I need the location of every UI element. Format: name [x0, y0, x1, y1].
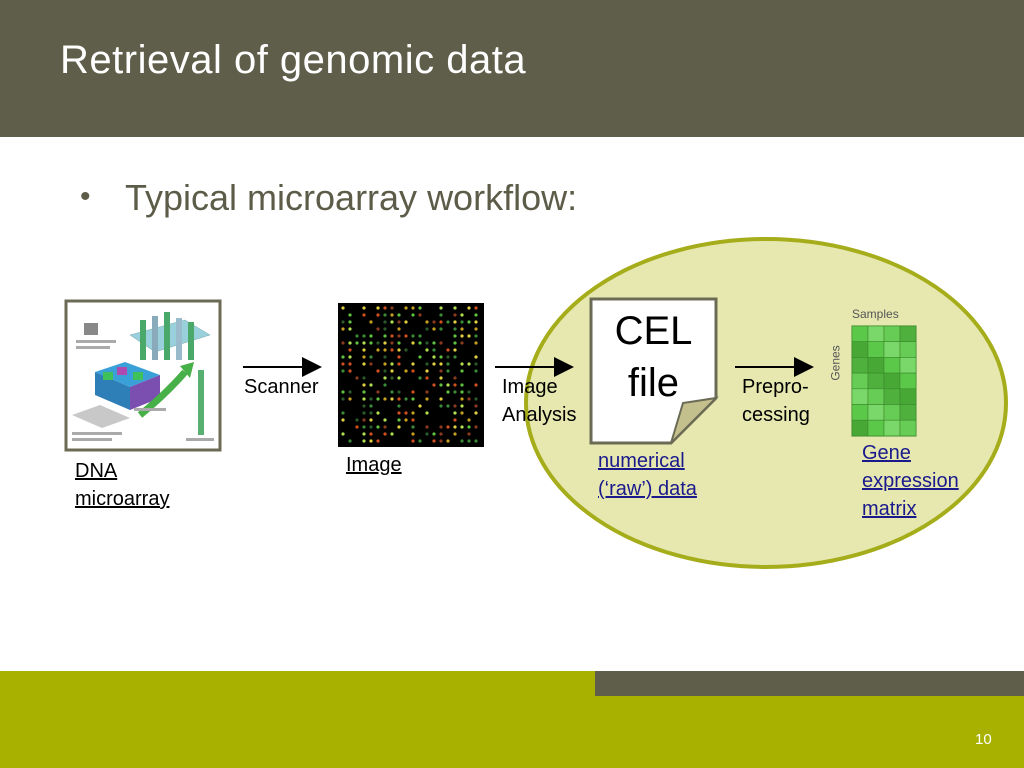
bullet-text: Typical microarray workflow: — [125, 177, 578, 218]
image-analysis-label: Image Analysis — [502, 376, 577, 426]
image-label[interactable]: Image — [346, 454, 402, 476]
cel-file-icon — [589, 297, 719, 445]
bullet-marker: • — [80, 180, 91, 213]
raw-data-label[interactable]: numerical (‘raw’) data — [598, 450, 697, 500]
microarray-label[interactable]: DNA microarray — [75, 460, 170, 510]
scan-image — [338, 303, 484, 447]
footer-accent-bar — [595, 671, 1024, 696]
genes-axis-label: Genes — [828, 345, 843, 381]
dna-microarray-image — [64, 299, 222, 452]
gene-expression-matrix — [851, 325, 917, 437]
title-bar — [0, 0, 1024, 137]
page-number: 10 — [975, 731, 992, 748]
slide-title: Retrieval of genomic data — [60, 38, 527, 82]
cel-file-text: CEL file — [614, 309, 693, 405]
preprocessing-label: Prepro- cessing — [742, 376, 810, 426]
gene-expression-matrix-label[interactable]: Gene expression matrix — [862, 442, 959, 520]
scanner-label: Scanner — [244, 376, 319, 398]
samples-axis-label: Samples — [852, 307, 899, 321]
